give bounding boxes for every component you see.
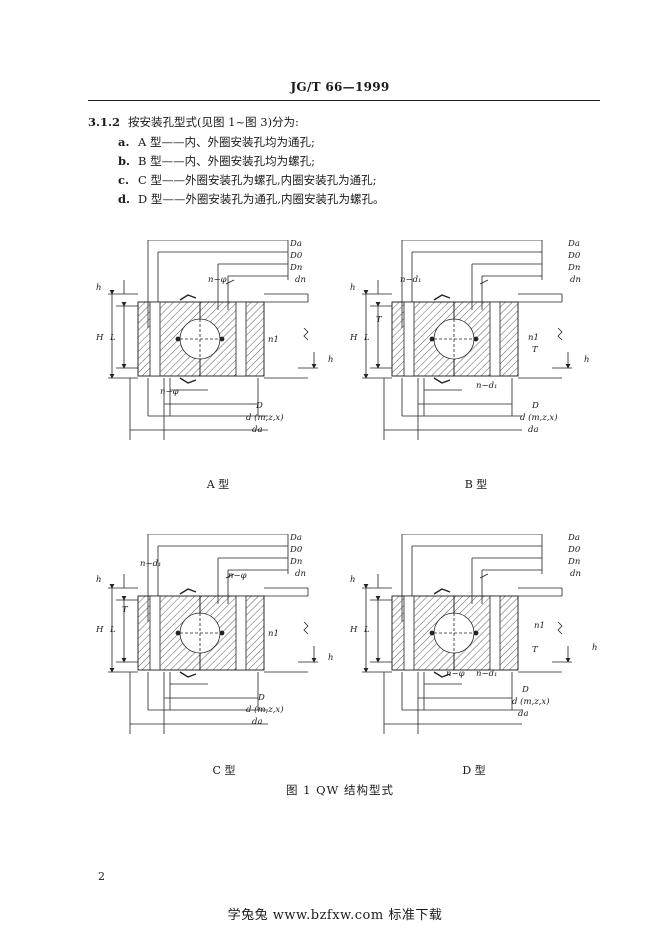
list-item: b. B 型——内、外圈安装孔均为螺孔; [118,152,385,171]
dim-D: D [255,401,263,411]
clause-number: 3.1.2 [88,115,121,129]
hole-spec-tapped: n−d₁ [140,559,161,569]
dim-dn: dn [295,569,306,579]
dim-da: da [518,709,529,719]
clause-text: 按安装孔型式(见图 1~图 3)分为: [128,115,299,129]
dim-D: D [521,685,529,695]
bearing-section-a [108,238,318,440]
dim-L: L [363,333,370,343]
dim-n1: n1 [268,629,279,639]
dim-Da: Da [289,239,302,249]
dim-d: d (m,z,x) [512,696,550,707]
dim-h: h [328,355,333,365]
dim-Da: Da [567,239,580,249]
figure-c: Da D0 Dn dn h H L T h n1 n−d₁ n−φ D d (m… [95,533,333,734]
dim-h: h [592,643,597,653]
dim-h: h [328,653,333,663]
dim-n1: n1 [528,333,539,343]
figure-d: Da D0 Dn dn h H L T h n1 n−φ n−d₁ D d (m… [349,533,597,734]
item-text: A 型——内、外圈安装孔均为通孔; [138,135,315,149]
dim-T: T [122,605,129,615]
dim-h: h [96,283,101,293]
dim-h: h [350,575,355,585]
dim-D0: D0 [289,545,303,555]
dim-L: L [363,625,370,635]
figure-d-caption: D 型 [462,764,486,777]
dim-da: da [252,425,263,435]
hole-spec-through: n−φ [208,275,227,285]
hole-spec-tapped: n−d₁ [476,381,497,391]
figure-caption: 图 1 QW 结构型式 [285,783,395,797]
dim-d: d (m,z,x) [246,704,284,715]
figure-1-drawings: Da D0 Dn dn h H L h n1 n−φ n−φ D d (m,z,… [95,238,597,780]
header-rule [88,100,600,101]
dim-L: L [109,625,116,635]
dim-Dn: Dn [289,263,302,273]
figure-b-caption: B 型 [464,478,488,491]
dim-H: H [95,333,104,343]
dim-dn: dn [295,275,306,285]
figure-b: Da D0 Dn dn h H L T T h n1 n−d₁ n−d₁ D d… [349,238,589,440]
dim-H: H [95,625,104,635]
item-mark: a. [118,135,130,149]
item-text: C 型——外圈安装孔为螺孔,内圈安装孔为通孔; [138,173,377,187]
dim-D0: D0 [567,251,581,261]
dim-dn: dn [570,275,581,285]
dim-Dn: Dn [567,557,580,567]
hole-spec-tapped: n−d₁ [476,669,497,679]
dim-da: da [252,717,263,727]
dim-D0: D0 [567,545,581,555]
dim-d: d (m,z,x) [520,412,558,423]
dim-h: h [96,575,101,585]
dim-Dn: Dn [567,263,580,273]
item-mark: b. [118,154,131,168]
page-number: 2 [98,870,105,883]
footer-watermark: 学兔兔 www.bzfxw.com 标准下载 [227,908,443,923]
dim-Dn: Dn [289,557,302,567]
figure-a-caption: A 型 [206,478,230,491]
figure-a: Da D0 Dn dn h H L h n1 n−φ n−φ D d (m,z,… [95,238,333,440]
dim-h: h [584,355,589,365]
dim-D0: D0 [289,251,303,261]
dim-T: T [532,645,539,655]
dim-Da: Da [567,533,580,543]
page-header: JG/T 66—1999 [290,80,390,94]
item-mark: d. [118,192,131,206]
dim-Da: Da [289,533,302,543]
dim-H: H [349,625,358,635]
dim-dn: dn [570,569,581,579]
hole-spec-through: n−φ [160,387,179,397]
figure-c-caption: C 型 [212,764,236,777]
dim-H: H [349,333,358,343]
dim-T: T [532,345,539,355]
dim-T: T [376,315,383,325]
bearing-section-b [362,238,572,440]
item-text: B 型——内、外圈安装孔均为螺孔; [138,154,315,168]
dim-da: da [528,425,539,435]
hole-spec-tapped: n−d₁ [400,275,421,285]
dim-n1: n1 [534,621,545,631]
clause-items: a.A 型——内、外圈安装孔均为通孔; b.B 型——内、外圈安装孔均为螺孔; … [118,133,385,209]
item-text: D 型——外圈安装孔为通孔,内圈安装孔为螺孔。 [138,192,385,206]
hole-spec-through: n−φ [228,571,247,581]
dim-d: d (m,z,x) [246,412,284,423]
hole-spec-through: n−φ [446,669,465,679]
list-item: c. C 型——外圈安装孔为螺孔,内圈安装孔为通孔; [118,171,385,190]
dim-h: h [350,283,355,293]
dim-D: D [531,401,539,411]
clause-3-1-2: 3.1.2 按安装孔型式(见图 1~图 3)分为: [88,114,299,130]
item-mark: c. [118,173,130,187]
dim-n1: n1 [268,335,279,345]
list-item: a. A 型——内、外圈安装孔均为通孔; [118,133,385,152]
dim-D: D [257,693,265,703]
list-item: d. D 型——外圈安装孔为通孔,内圈安装孔为螺孔。 [118,190,385,209]
dim-L: L [109,333,116,343]
